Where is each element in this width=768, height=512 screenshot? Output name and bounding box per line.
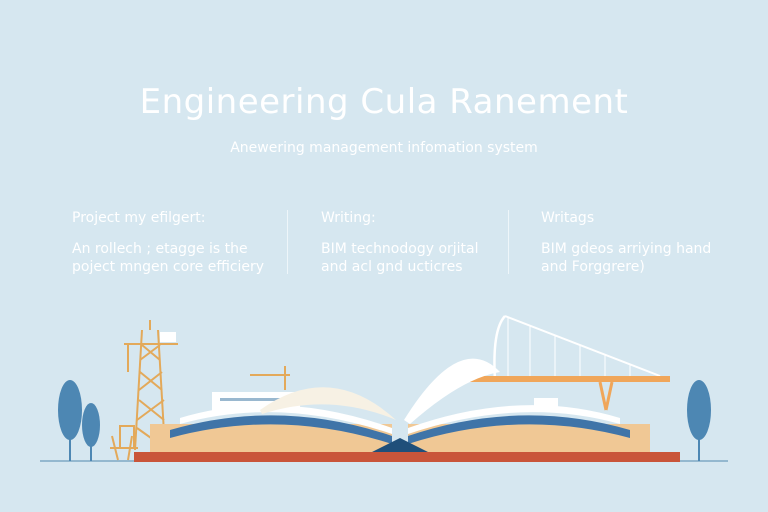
column-body-line: An rollech ; etagge is the bbox=[72, 241, 248, 257]
column-body-line: BIM gdeos arriying hand bbox=[541, 241, 712, 257]
crane-icon bbox=[110, 320, 178, 461]
crane-cab bbox=[160, 332, 176, 342]
column-body-line: and acl gnd ucticres bbox=[321, 259, 463, 275]
tree-icon bbox=[687, 380, 711, 461]
tree-icon bbox=[82, 403, 100, 461]
column-body-line: BIM technodogy orjital bbox=[321, 241, 479, 257]
page-subtitle: Anewering management infomation system bbox=[230, 140, 538, 156]
tree-icon bbox=[58, 380, 82, 461]
column-divider bbox=[508, 210, 509, 274]
column-heading: Writing: bbox=[321, 210, 376, 226]
column-body-line: poject mngen core efficiery bbox=[72, 259, 265, 275]
column-heading: Writags bbox=[541, 210, 595, 226]
column-heading: Project my efilgert: bbox=[72, 210, 206, 226]
info-column-3: Writags BIM gdeos arriying hand and Forg… bbox=[541, 210, 751, 276]
bridge-icon bbox=[470, 315, 670, 411]
column-divider bbox=[287, 210, 288, 274]
open-book-icon bbox=[134, 358, 680, 462]
column-body-line: and Forggrere) bbox=[541, 259, 645, 275]
info-column-2: Writing: BIM technodogy orjital and acl … bbox=[321, 210, 531, 276]
page-title: Engineering Cula Ranement bbox=[139, 82, 629, 122]
info-column-1: Project my efilgert: An rollech ; etagge… bbox=[72, 210, 282, 276]
